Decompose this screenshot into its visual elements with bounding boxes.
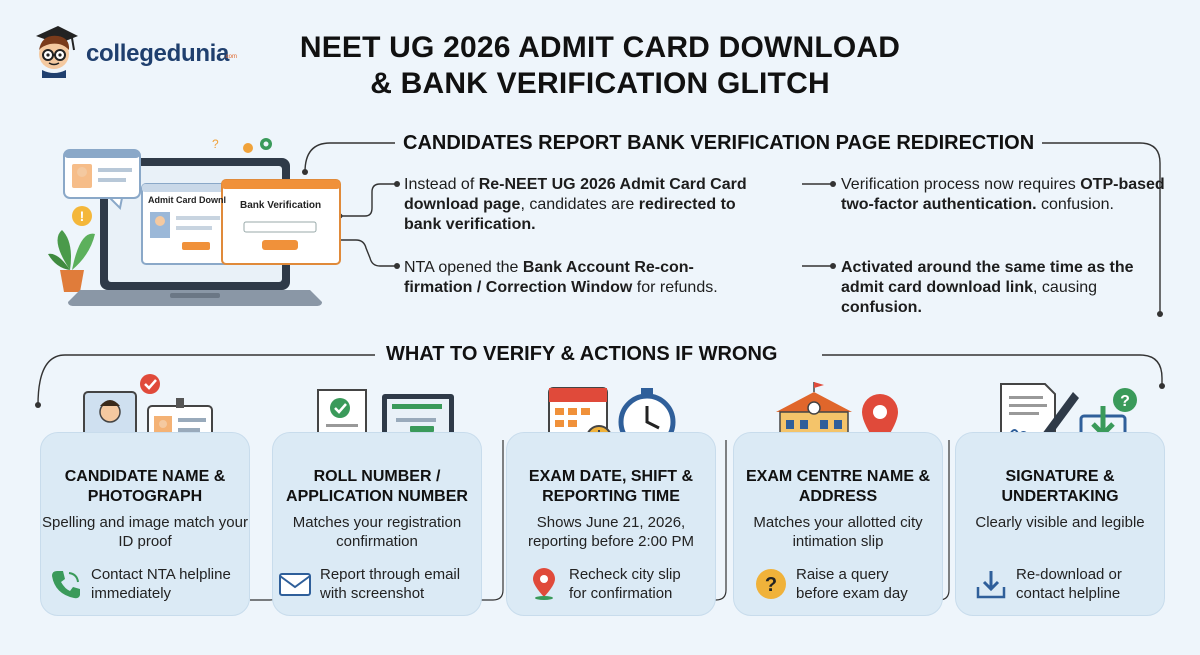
card-title: EXAM DATE, SHIFT & REPORTING TIME	[528, 468, 694, 505]
card-desc: Spelling and image match your ID proof	[42, 514, 248, 550]
card-action: Re-download or contact helpline	[956, 565, 1164, 603]
card-action: Contact NTA helpline immediately	[41, 565, 249, 603]
point-otp: Verification process now requires OTP-ba…	[841, 176, 1165, 213]
bank-window-label: Bank Verification	[240, 200, 322, 211]
card-desc: Clearly visible and legible	[975, 514, 1145, 531]
svg-text:!: !	[80, 208, 85, 224]
verify-card-name-photo: CANDIDATE NAME & PHOTOGRAPH Spelling and…	[40, 432, 250, 616]
verify-card-exam-centre: EXAM CENTRE NAME & ADDRESS Matches your …	[733, 432, 943, 616]
card-action-text: Raise a query before exam day	[796, 566, 908, 602]
title-line-1: NEET UG 2026 ADMIT CARD DOWNLOAD	[299, 31, 901, 64]
plant-icon	[48, 230, 95, 292]
point-redirect: Instead of Re-NEET UG 2026 Admit Card Ca…	[404, 176, 747, 233]
card-action-text: Contact NTA helpline immediately	[91, 566, 231, 602]
card-title: CANDIDATE NAME & PHOTOGRAPH	[64, 468, 226, 505]
verify-card-roll-number: ROLL NUMBER / APPLICATION NUMBER Matches…	[272, 432, 482, 616]
envelope-icon	[279, 573, 311, 596]
svg-text:?: ?	[765, 574, 777, 596]
section-heading-bank-redirect: CANDIDATES REPORT BANK VERIFICATION PAGE…	[395, 132, 1043, 155]
card-desc: Matches your registration confirmation	[292, 514, 462, 550]
card-title: ROLL NUMBER / APPLICATION NUMBER	[286, 468, 468, 505]
brand-name: collegedunia	[86, 40, 230, 67]
page-title: NEET UG 2026 ADMIT CARD DOWNLOAD & BANK …	[250, 30, 950, 102]
phone-icon	[52, 571, 80, 599]
title-line-2: & BANK VERIFICATION GLITCH	[370, 67, 830, 100]
verify-card-exam-date: EXAM DATE, SHIFT & REPORTING TIME Shows …	[506, 432, 716, 616]
alert-icon	[72, 206, 92, 226]
card-desc: Matches your allotted city intimation sl…	[753, 514, 923, 550]
gear-icon	[243, 143, 253, 153]
point-timing: Activated around the same time as the ad…	[841, 259, 1134, 316]
card-action: ? Raise a query before exam day	[734, 565, 942, 603]
brand-suffix: .com	[224, 54, 238, 60]
point-bank-window: NTA opened the Bank Account Re-con-firma…	[404, 259, 718, 296]
map-pin-icon	[533, 568, 555, 600]
verify-card-signature: SIGNATURE & UNDERTAKING Clearly visible …	[955, 432, 1165, 616]
card-title: EXAM CENTRE NAME & ADDRESS	[745, 468, 930, 505]
question-icon: ?	[756, 569, 786, 599]
section-heading-verify: WHAT TO VERIFY & ACTIONS IF WRONG	[378, 343, 786, 366]
card-action-text: Re-download or contact helpline	[1016, 566, 1122, 602]
mascot-icon	[36, 26, 78, 78]
admit-card-window-label: Admit Card Downl	[148, 195, 226, 205]
card-action: Report through email with screenshot	[273, 565, 481, 603]
card-desc: Shows June 21, 2026, reporting before 2:…	[528, 514, 694, 550]
laptop-illustration: ! ?	[48, 137, 341, 306]
card-title: SIGNATURE & UNDERTAKING	[1001, 468, 1119, 505]
card-action-text: Report through email with screenshot	[320, 566, 461, 602]
svg-text:?: ?	[1120, 393, 1130, 410]
card-action: Recheck city slip for confirmation	[507, 565, 715, 603]
svg-text:?: ?	[212, 137, 219, 151]
download-icon	[976, 571, 1006, 599]
brand-logo[interactable]: collegedunia .com	[28, 22, 268, 82]
card-action-text: Recheck city slip for confirmation	[569, 566, 681, 602]
